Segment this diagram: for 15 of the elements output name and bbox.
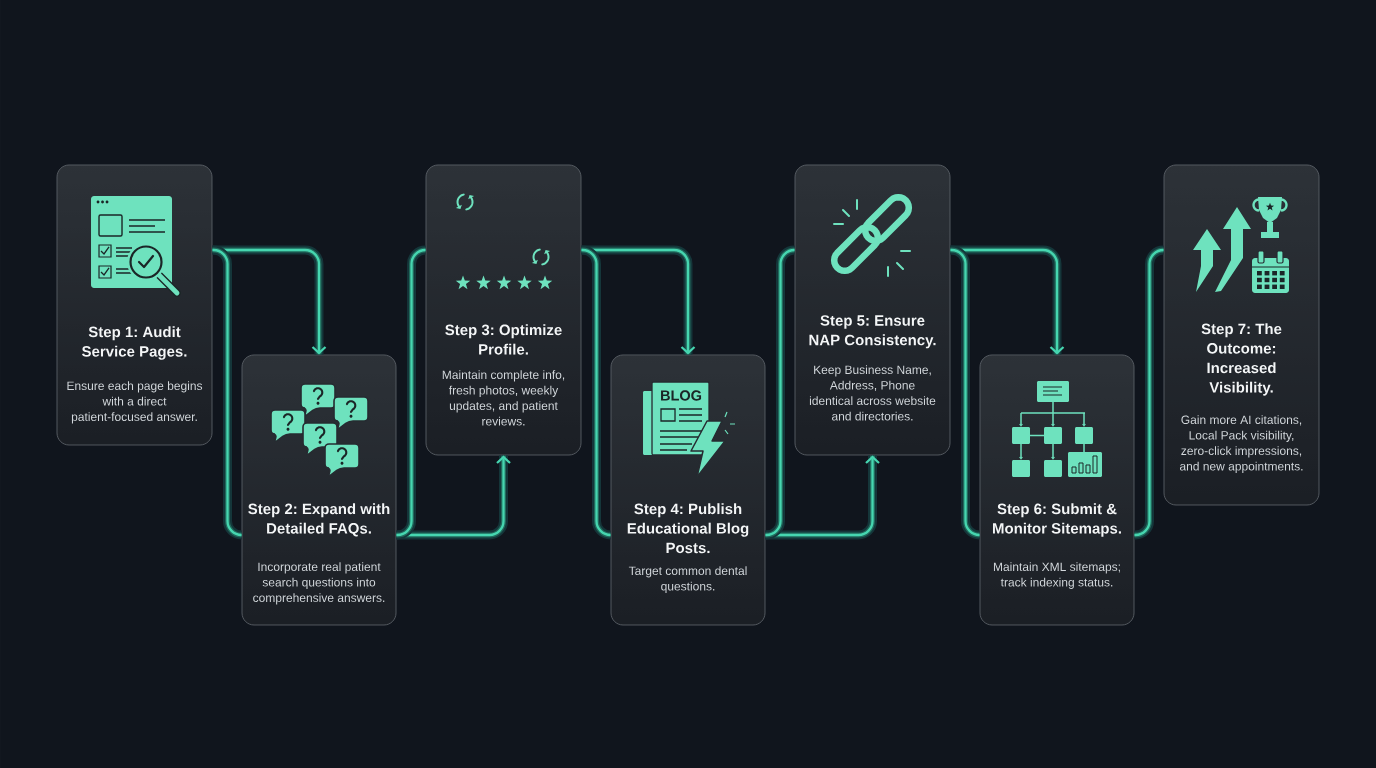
- step-description: Incorporate real patient search questions into comprehensive answers.: [253, 562, 385, 605]
- step-description: Gain more AI citations, Local Pack visibility, zero-click impressions, and new appointments.: [1179, 415, 1303, 473]
- step-title: Step 5: Ensure NAP Consistency.: [809, 315, 936, 349]
- step-title: Step 6: Submit & Monitor Sitemaps.: [993, 503, 1121, 537]
- step-title: Step 4: Publish Educational Blog Posts.: [627, 503, 749, 554]
- step-description: Ensure each page begins with a direct patient-focused answer.: [67, 381, 203, 424]
- icon-label: BLOG: [661, 390, 702, 401]
- step-description: Maintain complete info, fresh photos, weekly updates, and patient reviews.: [442, 370, 565, 426]
- step-description: Maintain XML sitemaps; track indexing status.: [993, 562, 1120, 589]
- step-title: Step 2: Expand with Detailed FAQs.: [248, 503, 390, 537]
- step-title: Step 7: The Outcome: Increased Visibility.: [1201, 323, 1282, 396]
- step-title: Step 3: Optimize Profile.: [445, 324, 562, 355]
- step-title: Step 1: Audit Service Pages.: [82, 326, 187, 360]
- step-description: Target common dental questions.: [628, 566, 747, 593]
- step-description: Keep Business Name, Address, Phone identical across website and directories.: [809, 365, 936, 421]
